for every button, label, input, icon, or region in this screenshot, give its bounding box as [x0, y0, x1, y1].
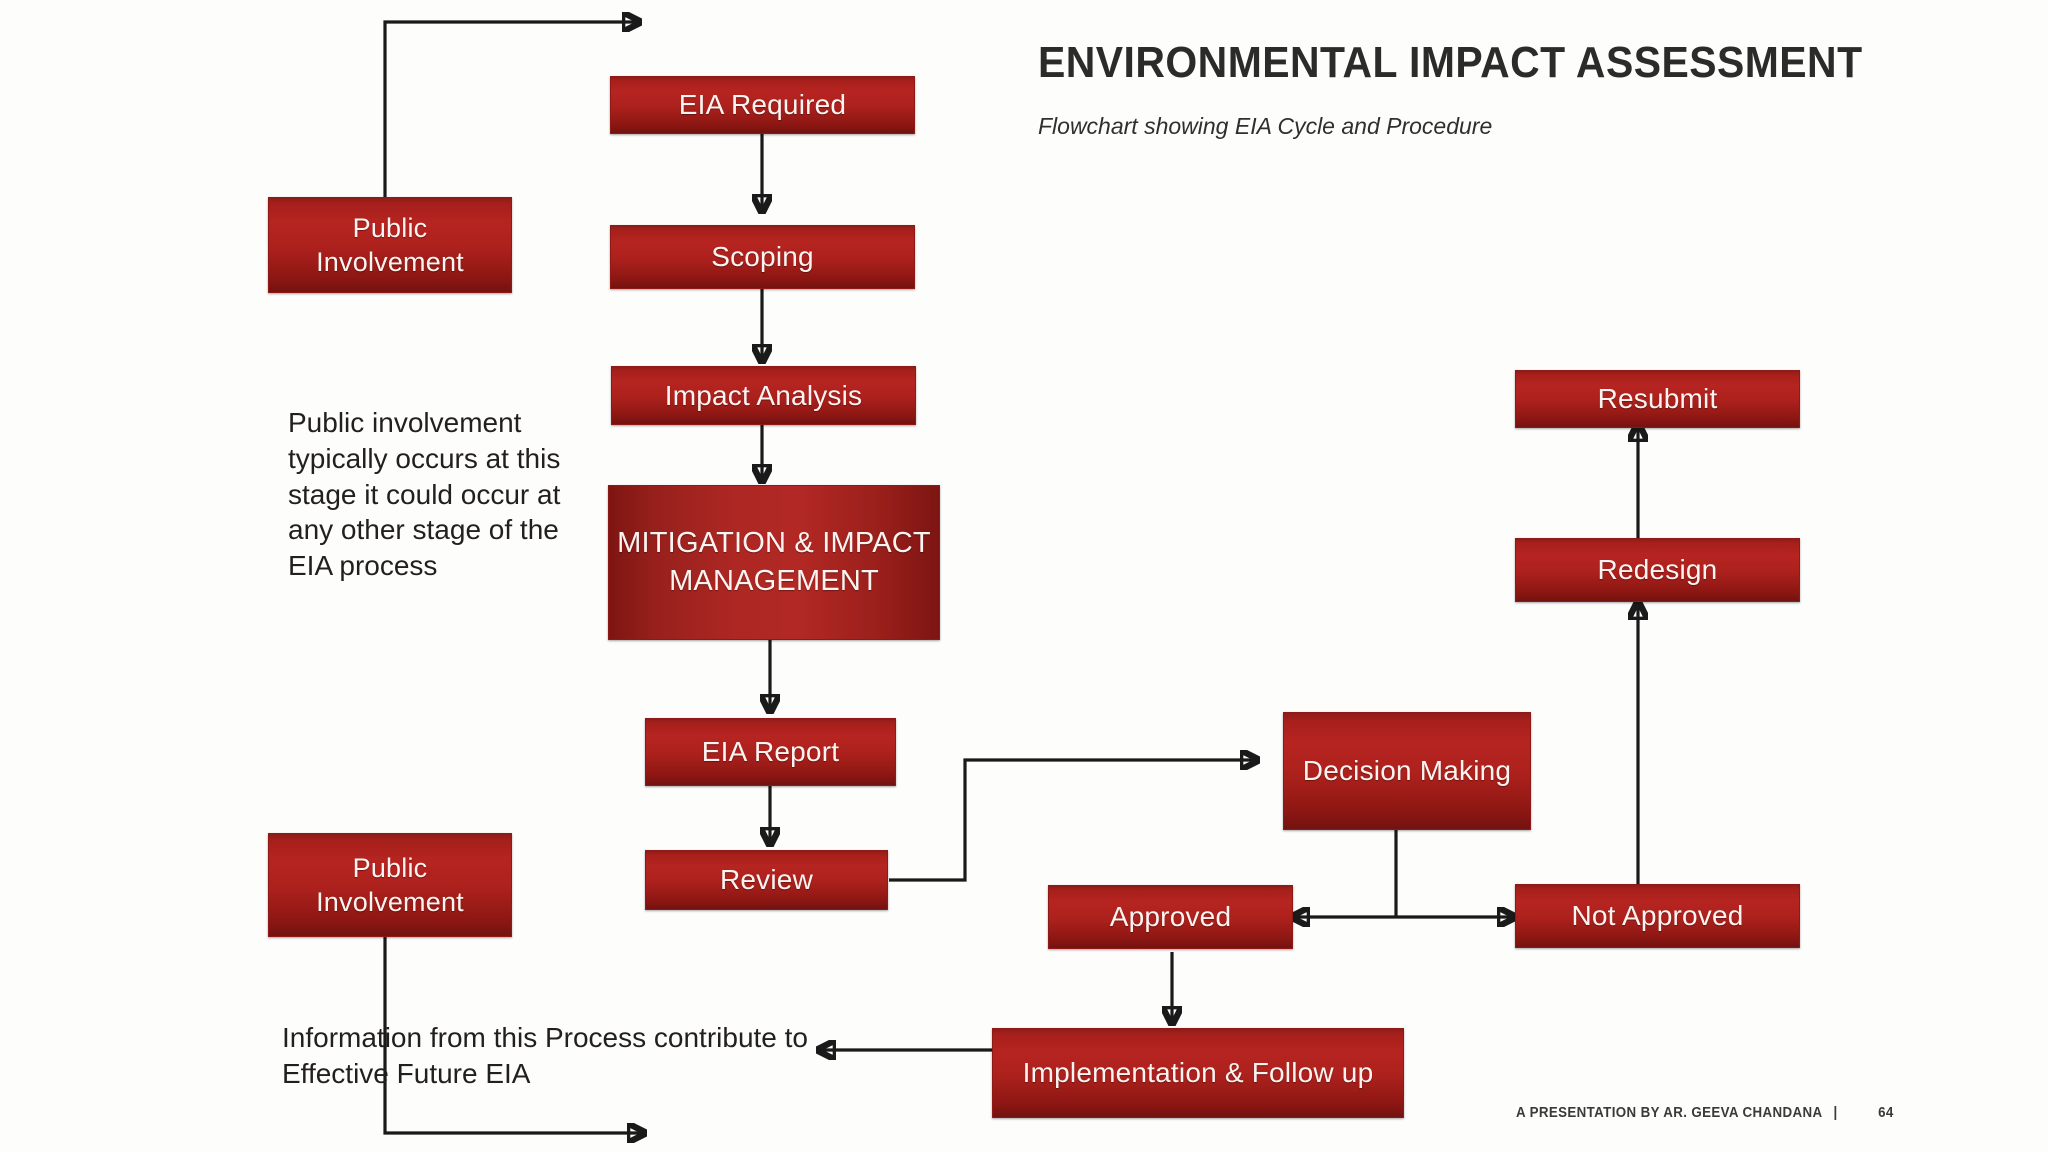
node-eia-required[interactable]: EIA Required: [610, 76, 915, 134]
node-public-involvement-top[interactable]: Public Involvement: [268, 197, 512, 293]
node-eia-report[interactable]: EIA Report: [645, 718, 896, 786]
note-feedback-to-future-eia: Information from this Process contribute…: [282, 1022, 808, 1089]
node-impact-analysis[interactable]: Impact Analysis: [611, 366, 916, 425]
wire-public-top-to-flow: [383, 22, 640, 197]
node-public-involvement-bottom[interactable]: Public Involvement: [268, 833, 512, 937]
footer-credit: A PRESENTATION BY AR. GEEVA CHANDANA: [1516, 1105, 1823, 1121]
note-public-involvement: Public involvement typically occurs at t…: [288, 407, 561, 582]
footer-separator: |: [1833, 1105, 1838, 1121]
node-review[interactable]: Review: [645, 850, 888, 910]
slide-footer: A PRESENTATION BY AR. GEEVA CHANDANA | 64: [1516, 1105, 1894, 1121]
node-decision-making[interactable]: Decision Making: [1283, 712, 1531, 830]
node-scoping[interactable]: Scoping: [610, 225, 915, 289]
footer-page-number: 64: [1878, 1105, 1894, 1121]
node-redesign[interactable]: Redesign: [1515, 538, 1800, 602]
node-resubmit[interactable]: Resubmit: [1515, 370, 1800, 428]
page-title: ENVIRONMENTAL IMPACT ASSESSMENT: [1038, 38, 1863, 87]
page-subtitle: Flowchart showing EIA Cycle and Procedur…: [1038, 113, 1493, 139]
node-mitigation-impact-management[interactable]: MITIGATION & IMPACT MANAGEMENT: [608, 485, 940, 640]
node-not-approved[interactable]: Not Approved: [1515, 884, 1800, 948]
node-approved[interactable]: Approved: [1048, 885, 1293, 949]
node-implementation-follow-up[interactable]: Implementation & Follow up: [992, 1028, 1404, 1118]
wire-review-to-decision: [889, 760, 1258, 882]
